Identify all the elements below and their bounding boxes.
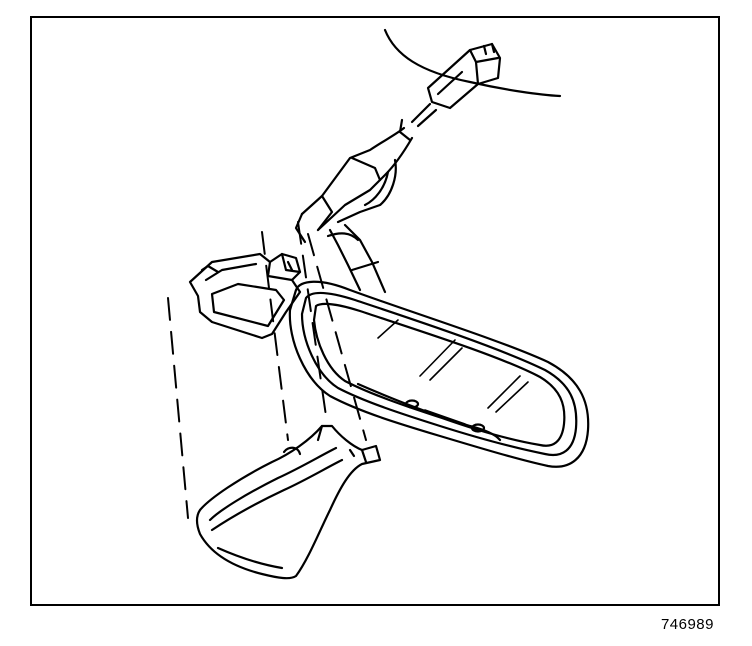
figure-code: 746989: [660, 616, 714, 633]
alignment-lines: [167, 221, 367, 519]
figure-frame: [30, 16, 720, 606]
wiring-harness: [294, 102, 438, 244]
electrical-connector: [426, 42, 502, 110]
mirror-mount-front-cover: [195, 424, 382, 580]
rearview-mirror: [288, 280, 590, 468]
windshield-edge: [383, 28, 562, 98]
mirror-mount-stem: [326, 223, 387, 294]
mirror-mount-rear-cover: [188, 252, 302, 340]
